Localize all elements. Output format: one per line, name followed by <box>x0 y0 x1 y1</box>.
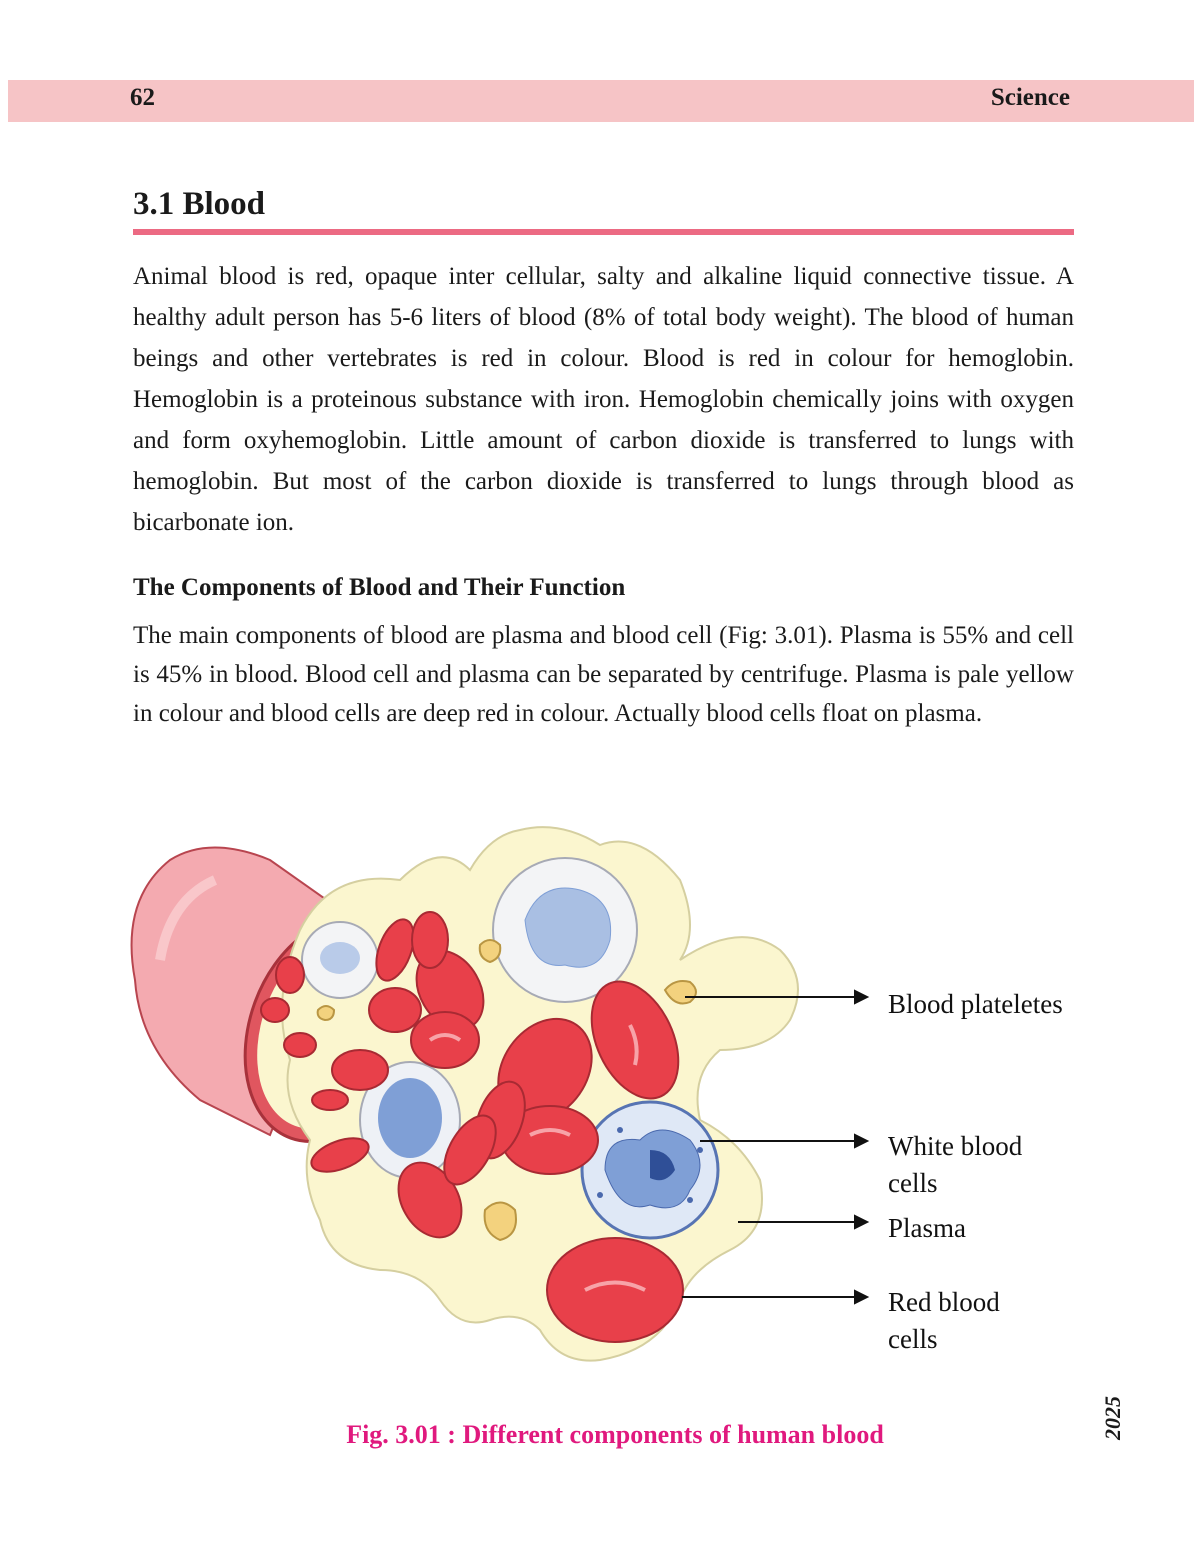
plasma-blob <box>281 826 799 1362</box>
label-white-blood-cells: White blood cells <box>888 1131 1023 1198</box>
components-heading: The Components of Blood and Their Functi… <box>133 574 626 601</box>
white-blood-cell-small <box>301 921 379 999</box>
red-blood-cells <box>260 911 684 1343</box>
intro-paragraph: Animal blood is red, opaque inter cellul… <box>133 263 1074 536</box>
page-number: 62 <box>130 84 155 111</box>
components-paragraph: The main components of blood are plasma … <box>133 622 1074 727</box>
figure-caption: Fig. 3.01 : Different components of huma… <box>346 1420 884 1449</box>
side-year: 2025 <box>1100 1396 1125 1440</box>
section-heading: 3.1 Blood <box>133 186 266 222</box>
label-pointers <box>682 989 870 1305</box>
label-red-blood-cells: Red blood cells <box>888 1287 1000 1354</box>
neutrophil-cell <box>580 1100 720 1240</box>
rbc-highlights <box>428 1024 646 1292</box>
running-title: Science <box>990 84 1070 111</box>
white-blood-cell-large <box>492 857 638 1003</box>
label-blood-platelets: Blood plateletes <box>888 989 1063 1019</box>
header-band <box>8 80 1194 122</box>
heading-rule <box>133 229 1074 235</box>
white-blood-cell-mid <box>359 1061 461 1179</box>
blood-vessel <box>130 846 417 1143</box>
label-plasma: Plasma <box>888 1213 966 1243</box>
platelets <box>316 939 697 1242</box>
